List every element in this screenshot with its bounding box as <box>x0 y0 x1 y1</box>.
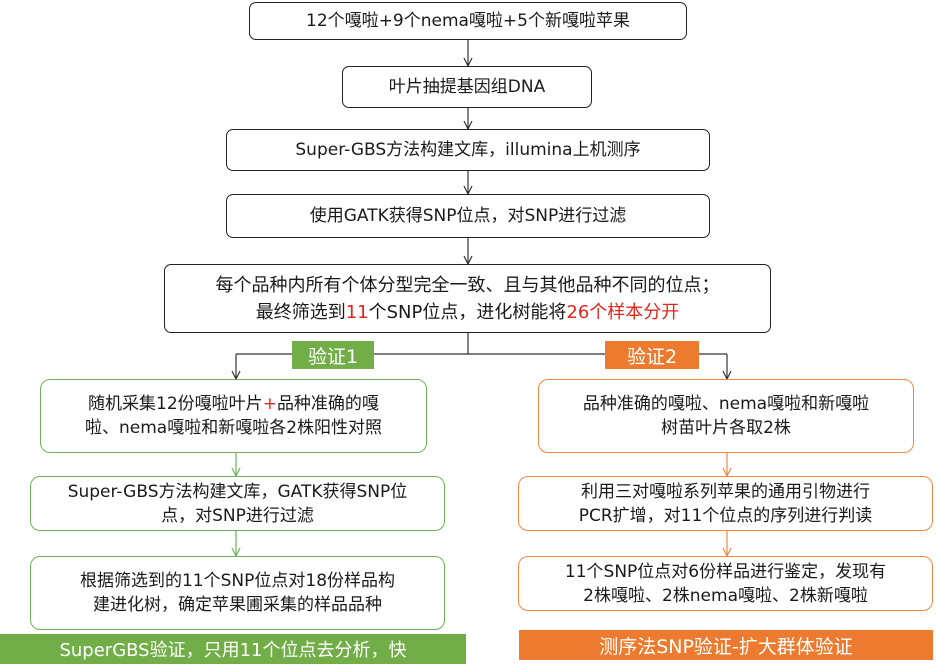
b1-step1-line2: 啦、nema嘎啦和新嘎啦各2株阳性对照 <box>84 418 383 438</box>
b2-step3-box: 11个SNP位点对6份样品进行鉴定，发现有 2株嘎啦、2株nema嘎啦、2株新嘎… <box>518 556 933 611</box>
step4-box: 使用GATK获得SNP位点，对SNP进行过滤 <box>226 194 710 238</box>
b2-step1-box: 品种准确的嘎啦、nema嘎啦和新嘎啦 树苗叶片各取2株 <box>538 379 914 453</box>
b1-step3-line2: 建进化树，确定苹果圃采集的样品品种 <box>93 595 382 615</box>
b1-banner: SuperGBS验证，只用11个位点去分析，快 <box>0 634 466 664</box>
snp-count-highlight: 11 <box>345 301 369 323</box>
b1-step1-box: 随机采集12份嘎啦叶片+品种准确的嘎 啦、nema嘎啦和新嘎啦各2株阳性对照 <box>40 379 427 453</box>
step1-text: 12个嘎啦+9个nema嘎啦+5个新嘎啦苹果 <box>306 11 630 31</box>
b2-step2-box: 利用三对嘎啦系列苹果的通用引物进行 PCR扩增，对11个位点的序列进行判读 <box>518 476 933 531</box>
b2-step1-line2: 树苗叶片各取2株 <box>661 418 791 438</box>
step5-box: 每个品种内所有个体分型完全一致、且与其他品种不同的位点； 最终筛选到11个SNP… <box>164 264 771 333</box>
step3-text: Super-GBS方法构建文库，illumina上机测序 <box>295 140 641 160</box>
verify2-tag: 验证2 <box>605 341 699 369</box>
step3-box: Super-GBS方法构建文库，illumina上机测序 <box>226 129 710 171</box>
b1-step3-box: 根据筛选到的11个SNP位点对18份样品构 建进化树，确定苹果圃采集的样品品种 <box>30 556 445 630</box>
step2-box: 叶片抽提基因组DNA <box>342 66 592 108</box>
b1-step2-line1: Super-GBS方法构建文库，GATK获得SNP位 <box>67 481 408 502</box>
b1-step1-line1: 随机采集12份嘎啦叶片+品种准确的嘎 <box>88 394 379 414</box>
verify1-tag: 验证1 <box>292 341 374 369</box>
b2-step1-line1: 品种准确的嘎啦、nema嘎啦和新嘎啦 <box>582 394 870 414</box>
b2-step2-line1: 利用三对嘎啦系列苹果的通用引物进行 <box>581 481 870 502</box>
step4-text: 使用GATK获得SNP位点，对SNP进行过滤 <box>309 206 627 226</box>
step5-line1: 每个品种内所有个体分型完全一致、且与其他品种不同的位点； <box>215 274 720 296</box>
b1-step2-line2: 点，对SNP进行过滤 <box>161 505 314 526</box>
step5-line2: 最终筛选到11个SNP位点，进化树能将26个样本分开 <box>255 301 680 323</box>
b2-step3-line1: 11个SNP位点对6份样品进行鉴定，发现有 <box>564 561 887 582</box>
sample-count-highlight: 26个样本分开 <box>566 301 680 323</box>
b2-step3-line2: 2株嘎啦、2株nema嘎啦、2株新嘎啦 <box>583 585 868 606</box>
b2-banner: 测序法SNP验证-扩大群体验证 <box>519 630 933 660</box>
b2-step2-line2: PCR扩增，对11个位点的序列进行判读 <box>578 505 873 526</box>
step2-text: 叶片抽提基因组DNA <box>388 77 546 97</box>
step1-box: 12个嘎啦+9个nema嘎啦+5个新嘎啦苹果 <box>249 2 687 40</box>
b1-step2-box: Super-GBS方法构建文库，GATK获得SNP位 点，对SNP进行过滤 <box>30 476 445 531</box>
b1-step3-line1: 根据筛选到的11个SNP位点对18份样品构 <box>79 571 396 591</box>
